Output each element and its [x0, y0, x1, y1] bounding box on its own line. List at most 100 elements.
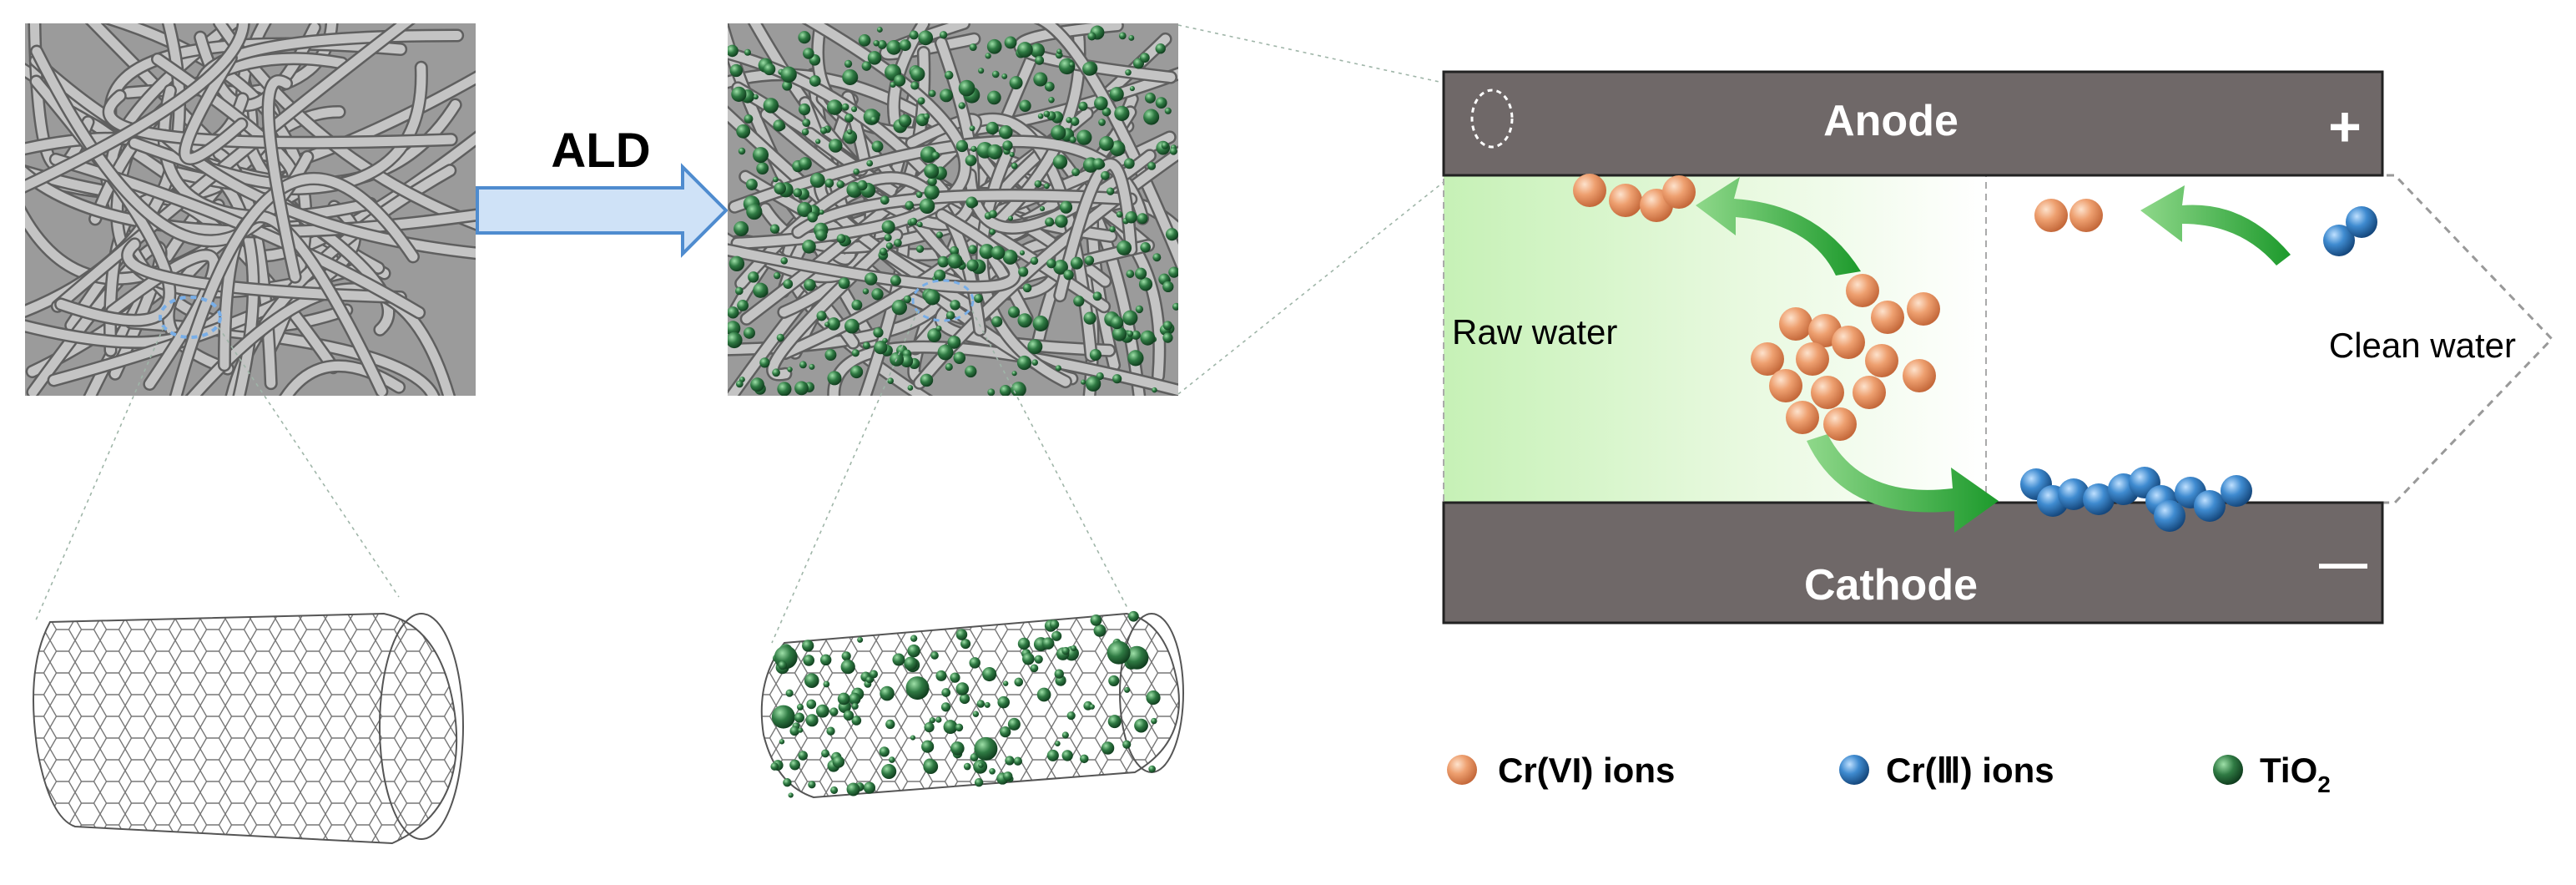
tio2-particle	[1165, 228, 1178, 241]
tio2-particle	[815, 139, 821, 144]
tio2-particle	[1054, 669, 1064, 679]
tio2-particle	[978, 68, 985, 74]
tio2-particle	[1089, 348, 1101, 362]
tio2-particle	[974, 777, 984, 787]
tio2-particle	[782, 80, 793, 91]
tio2-particle	[843, 710, 854, 721]
tio2-particle	[1054, 741, 1061, 746]
tio2-particle	[851, 702, 859, 710]
orange-sphere-icon	[1447, 755, 1477, 785]
tio2-particle	[924, 163, 940, 179]
tio2-particle	[991, 316, 1003, 327]
fiber	[104, 91, 456, 148]
tio2-particle	[1143, 109, 1160, 125]
fiber	[793, 190, 1136, 237]
tio2-particle	[1040, 205, 1046, 212]
tio2-particle	[809, 172, 825, 188]
tio2-particle	[893, 74, 906, 87]
tio2-particle	[935, 670, 947, 681]
tio2-particle	[1152, 387, 1157, 393]
tio2-particle	[1101, 107, 1112, 117]
tio2-particle	[849, 365, 864, 379]
tio2-particle	[1125, 210, 1137, 224]
tio2-particle	[1122, 310, 1138, 326]
tio2-particle	[1127, 330, 1134, 337]
tio2-particle	[919, 198, 935, 215]
cr3-ion-cluster	[2020, 206, 2377, 532]
tio2-particle	[838, 277, 850, 290]
tio2-particle	[1098, 119, 1106, 126]
tio2-particle	[1049, 620, 1060, 630]
tio2-particle	[905, 676, 930, 700]
cr3-ion	[2194, 490, 2226, 522]
tio2-particle	[940, 88, 954, 103]
tio2-particle	[950, 672, 960, 683]
tio2-particle	[1069, 136, 1076, 144]
coated-carbon-nanotube	[760, 610, 1184, 799]
tio2-particle	[830, 786, 839, 794]
tio2-particle	[774, 182, 786, 195]
tio2-particle	[884, 234, 892, 242]
blue-sphere-icon	[1839, 755, 1869, 785]
cr6-ion	[1786, 401, 1819, 434]
tio2-particle	[880, 685, 895, 701]
tio2-particle	[863, 109, 880, 125]
tio2-particle	[772, 368, 780, 377]
tio2-particle	[881, 220, 895, 234]
tio2-particle	[773, 176, 779, 183]
tio2-particle	[1140, 241, 1151, 253]
tio2-particle	[770, 762, 779, 771]
svg-text:TiO2: TiO2	[2260, 751, 2331, 797]
fiber-network	[728, 23, 1178, 396]
tio2-particle	[991, 70, 1000, 78]
tio2-particle	[907, 385, 914, 391]
fiber-network	[25, 23, 476, 396]
tio2-particle	[1033, 72, 1048, 87]
tio2-particle	[1016, 355, 1032, 371]
tio2-particle	[1031, 359, 1039, 366]
tio2-particle	[1138, 277, 1153, 291]
tio2-particle	[729, 63, 743, 78]
cr3-ion	[2221, 475, 2252, 507]
tio2-particle	[1002, 680, 1009, 686]
tio2-particle	[807, 211, 818, 223]
tio2-particle	[1022, 652, 1035, 665]
tio2-particle	[787, 367, 793, 372]
tio2-particle	[780, 257, 789, 265]
tio2-particle	[1008, 306, 1021, 318]
tio2-particle	[771, 705, 795, 729]
tio2-particle	[907, 644, 920, 658]
tio2-particle	[1123, 158, 1135, 169]
fiber	[123, 239, 406, 302]
tio2-particle	[1011, 371, 1017, 377]
tio2-particle	[798, 31, 811, 44]
tio2-particle	[974, 736, 998, 761]
tio2-particle	[899, 39, 911, 52]
tio2-particle	[921, 740, 935, 753]
tio2-particle	[1101, 171, 1110, 180]
tio2-particle	[802, 119, 811, 127]
tio2-particle	[1080, 754, 1089, 764]
svg-text:Cr(Ⅲ) ions: Cr(Ⅲ) ions	[1886, 751, 2054, 790]
tio2-particle	[924, 289, 940, 306]
tio2-particle	[783, 778, 792, 787]
tio2-particle	[1140, 330, 1156, 346]
tio2-particle	[1019, 250, 1025, 255]
tio2-particle	[1112, 374, 1122, 384]
tio2-particle	[851, 106, 858, 113]
tio2-particle	[978, 762, 984, 768]
tio2-particle	[1030, 256, 1039, 266]
tio2-particle	[1069, 62, 1075, 68]
tio2-particle	[999, 384, 1011, 396]
tio2-particle	[924, 184, 940, 200]
tio2-particle	[785, 689, 794, 697]
tio2-particle	[931, 151, 940, 160]
tio2-particle	[1089, 704, 1095, 710]
reduction-arrow	[2140, 185, 2291, 266]
tio2-particle	[746, 204, 763, 220]
tio2-particle	[1017, 637, 1031, 650]
cr6-ion	[1853, 376, 1886, 409]
tio2-particle	[832, 756, 845, 768]
tio2-particle	[819, 654, 832, 666]
tio2-particle	[1073, 296, 1085, 307]
